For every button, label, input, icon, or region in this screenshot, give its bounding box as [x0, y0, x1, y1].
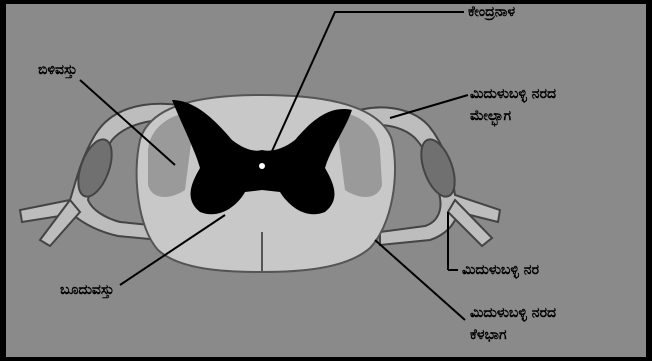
leader-ventral-root	[375, 240, 465, 320]
label-dorsal-root-line1: ಮಿದುಳುಬಳ್ಳಿ ನರದ	[470, 86, 556, 102]
label-central-canal: ಕೇಂದ್ರನಾಳ	[468, 4, 515, 20]
leader-dorsal-root	[390, 95, 468, 118]
label-ventral-root-line2: ಕೆಳಭಾಗ	[470, 327, 507, 343]
central-canal	[259, 163, 265, 169]
label-dorsal-root-line2: ಮೇಲ್ಭಾಗ	[470, 108, 511, 124]
label-spinal-nerve: ಮಿದುಳುಬಳ್ಳಿ ನರ	[462, 262, 539, 278]
label-white-matter: ಬಿಳಿವಸ್ತು	[38, 62, 77, 78]
label-grey-matter: ಬೂದುವಸ್ತು	[60, 282, 114, 298]
label-ventral-root-line1: ಮಿದುಳುಬಳ್ಳಿ ನರದ	[470, 305, 556, 321]
